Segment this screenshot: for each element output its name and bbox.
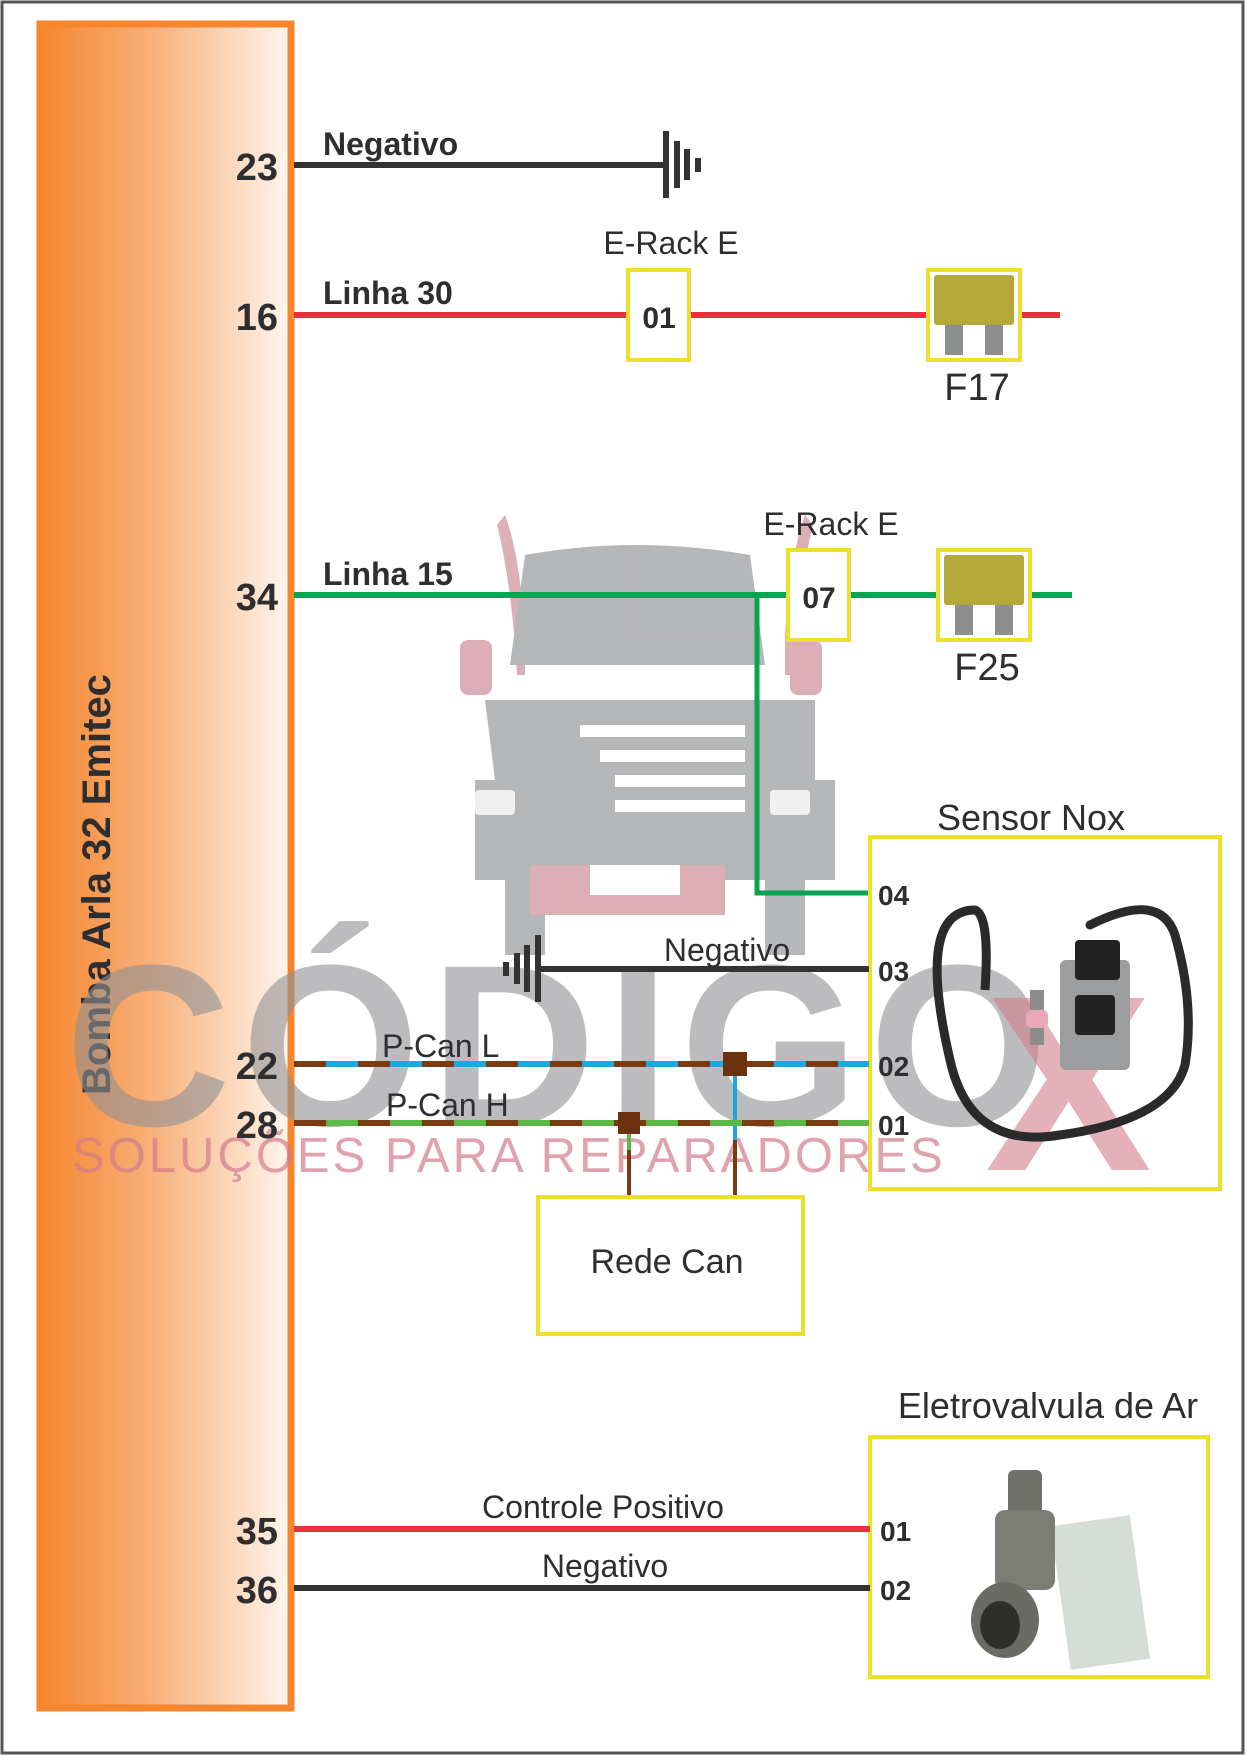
nox-sensor-icon <box>932 905 1193 1142</box>
wire-36-label: Negativo <box>542 1548 668 1584</box>
valve-pin-01: 01 <box>880 1516 911 1547</box>
erack-07-connector[interactable] <box>786 548 851 642</box>
wire-pin-22-can-l[interactable] <box>294 1052 869 1196</box>
nox-pin-04: 04 <box>878 880 910 911</box>
brand-watermark-tagline: SOLUÇÕES PARA REPARADORES <box>72 1129 946 1183</box>
pin-34-number: 34 <box>236 577 278 619</box>
eletrovalvula-box[interactable] <box>868 1435 1210 1679</box>
ground-icon <box>503 935 541 1002</box>
pin-35-number: 35 <box>236 1511 278 1553</box>
sensor-nox-title: Sensor Nox <box>937 797 1125 838</box>
nox-pin-03: 03 <box>878 956 909 987</box>
sensor-nox-box[interactable] <box>868 835 1222 1191</box>
erack-01-connector[interactable] <box>626 268 691 362</box>
wire-16-label: Linha 30 <box>323 275 453 311</box>
wire-35-label: Controle Positivo <box>482 1489 724 1525</box>
pin-16-number: 16 <box>236 297 278 339</box>
pin-23-number: 23 <box>236 147 278 189</box>
nox-pin-01: 01 <box>878 1110 909 1141</box>
erack-07-title: E-Rack E <box>763 506 898 542</box>
fuse-f25-icon[interactable] <box>936 548 1032 642</box>
can-h-junction <box>618 1112 640 1134</box>
rede-can-box[interactable] <box>536 1195 805 1336</box>
module-bomba-arla[interactable] <box>36 20 295 1712</box>
fuse-f25-label: F25 <box>954 647 1019 689</box>
pin-22-number: 22 <box>236 1046 278 1088</box>
wire-34-label: Linha 15 <box>323 556 453 592</box>
pin-28-number: 28 <box>236 1105 278 1147</box>
fuse-f17-icon[interactable] <box>926 268 1022 362</box>
valve-pin-02: 02 <box>880 1575 911 1606</box>
wire-pin-28-can-h[interactable] <box>294 1112 869 1196</box>
erack-01-pin: 01 <box>642 302 675 335</box>
can-l-junction <box>723 1052 747 1076</box>
wire-28-label: P-Can H <box>386 1087 509 1123</box>
ground-icon <box>663 131 701 198</box>
nox-ground-label: Negativo <box>664 932 790 968</box>
rede-can-label: Rede Can <box>590 1243 743 1281</box>
fuse-f17-label: F17 <box>944 367 1009 409</box>
air-valve-icon <box>971 1470 1151 1670</box>
brand-watermark-text: CÓDIGO <box>65 917 1058 1174</box>
nox-pin-02: 02 <box>878 1051 909 1082</box>
erack-01-title: E-Rack E <box>603 225 738 261</box>
module-title: Bomba Arla 32 Emitec <box>75 674 119 1095</box>
eletrovalvula-title: Eletrovalvula de Ar <box>898 1385 1198 1426</box>
wire-23-label: Negativo <box>323 126 458 162</box>
pin-36-number: 36 <box>236 1570 278 1612</box>
erack-07-pin: 07 <box>802 582 835 615</box>
wire-22-label: P-Can L <box>382 1028 499 1064</box>
